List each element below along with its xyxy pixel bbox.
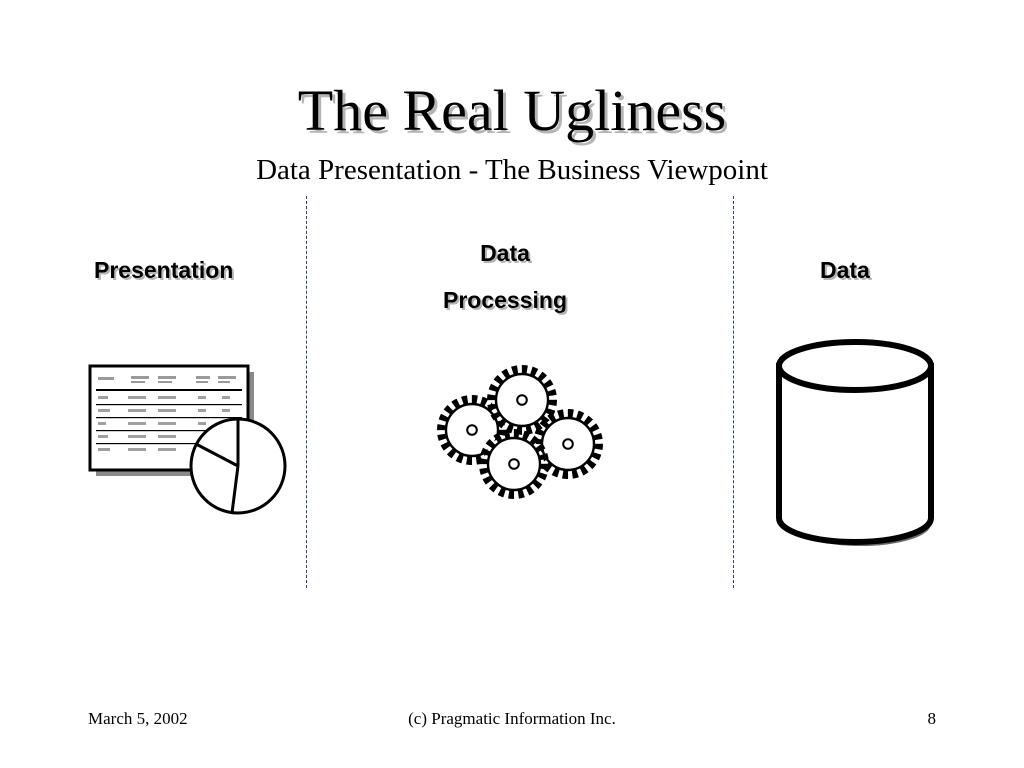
column-divider-right: [733, 196, 734, 588]
slide-title: The Real Ugliness: [297, 78, 727, 143]
data-processing-label-line1: Data: [480, 240, 530, 266]
footer-date: March 5, 2002: [88, 709, 188, 728]
data-processing-label: Data Processing: [380, 242, 630, 312]
report-with-pie-chart-icon: [88, 364, 287, 515]
footer-copyright: (c) Pragmatic Information Inc.: [408, 709, 616, 728]
database-cylinder-icon: [776, 339, 934, 546]
column-divider-left: [306, 196, 307, 588]
data-processing-label-line2: Processing: [443, 287, 567, 313]
presentation-label: Presentation: [94, 257, 234, 283]
footer-page-number: 8: [927, 709, 937, 728]
gears-icon: [432, 358, 612, 506]
slide-subtitle: Data Presentation - The Business Viewpoi…: [256, 154, 768, 186]
data-label: Data: [820, 257, 870, 283]
